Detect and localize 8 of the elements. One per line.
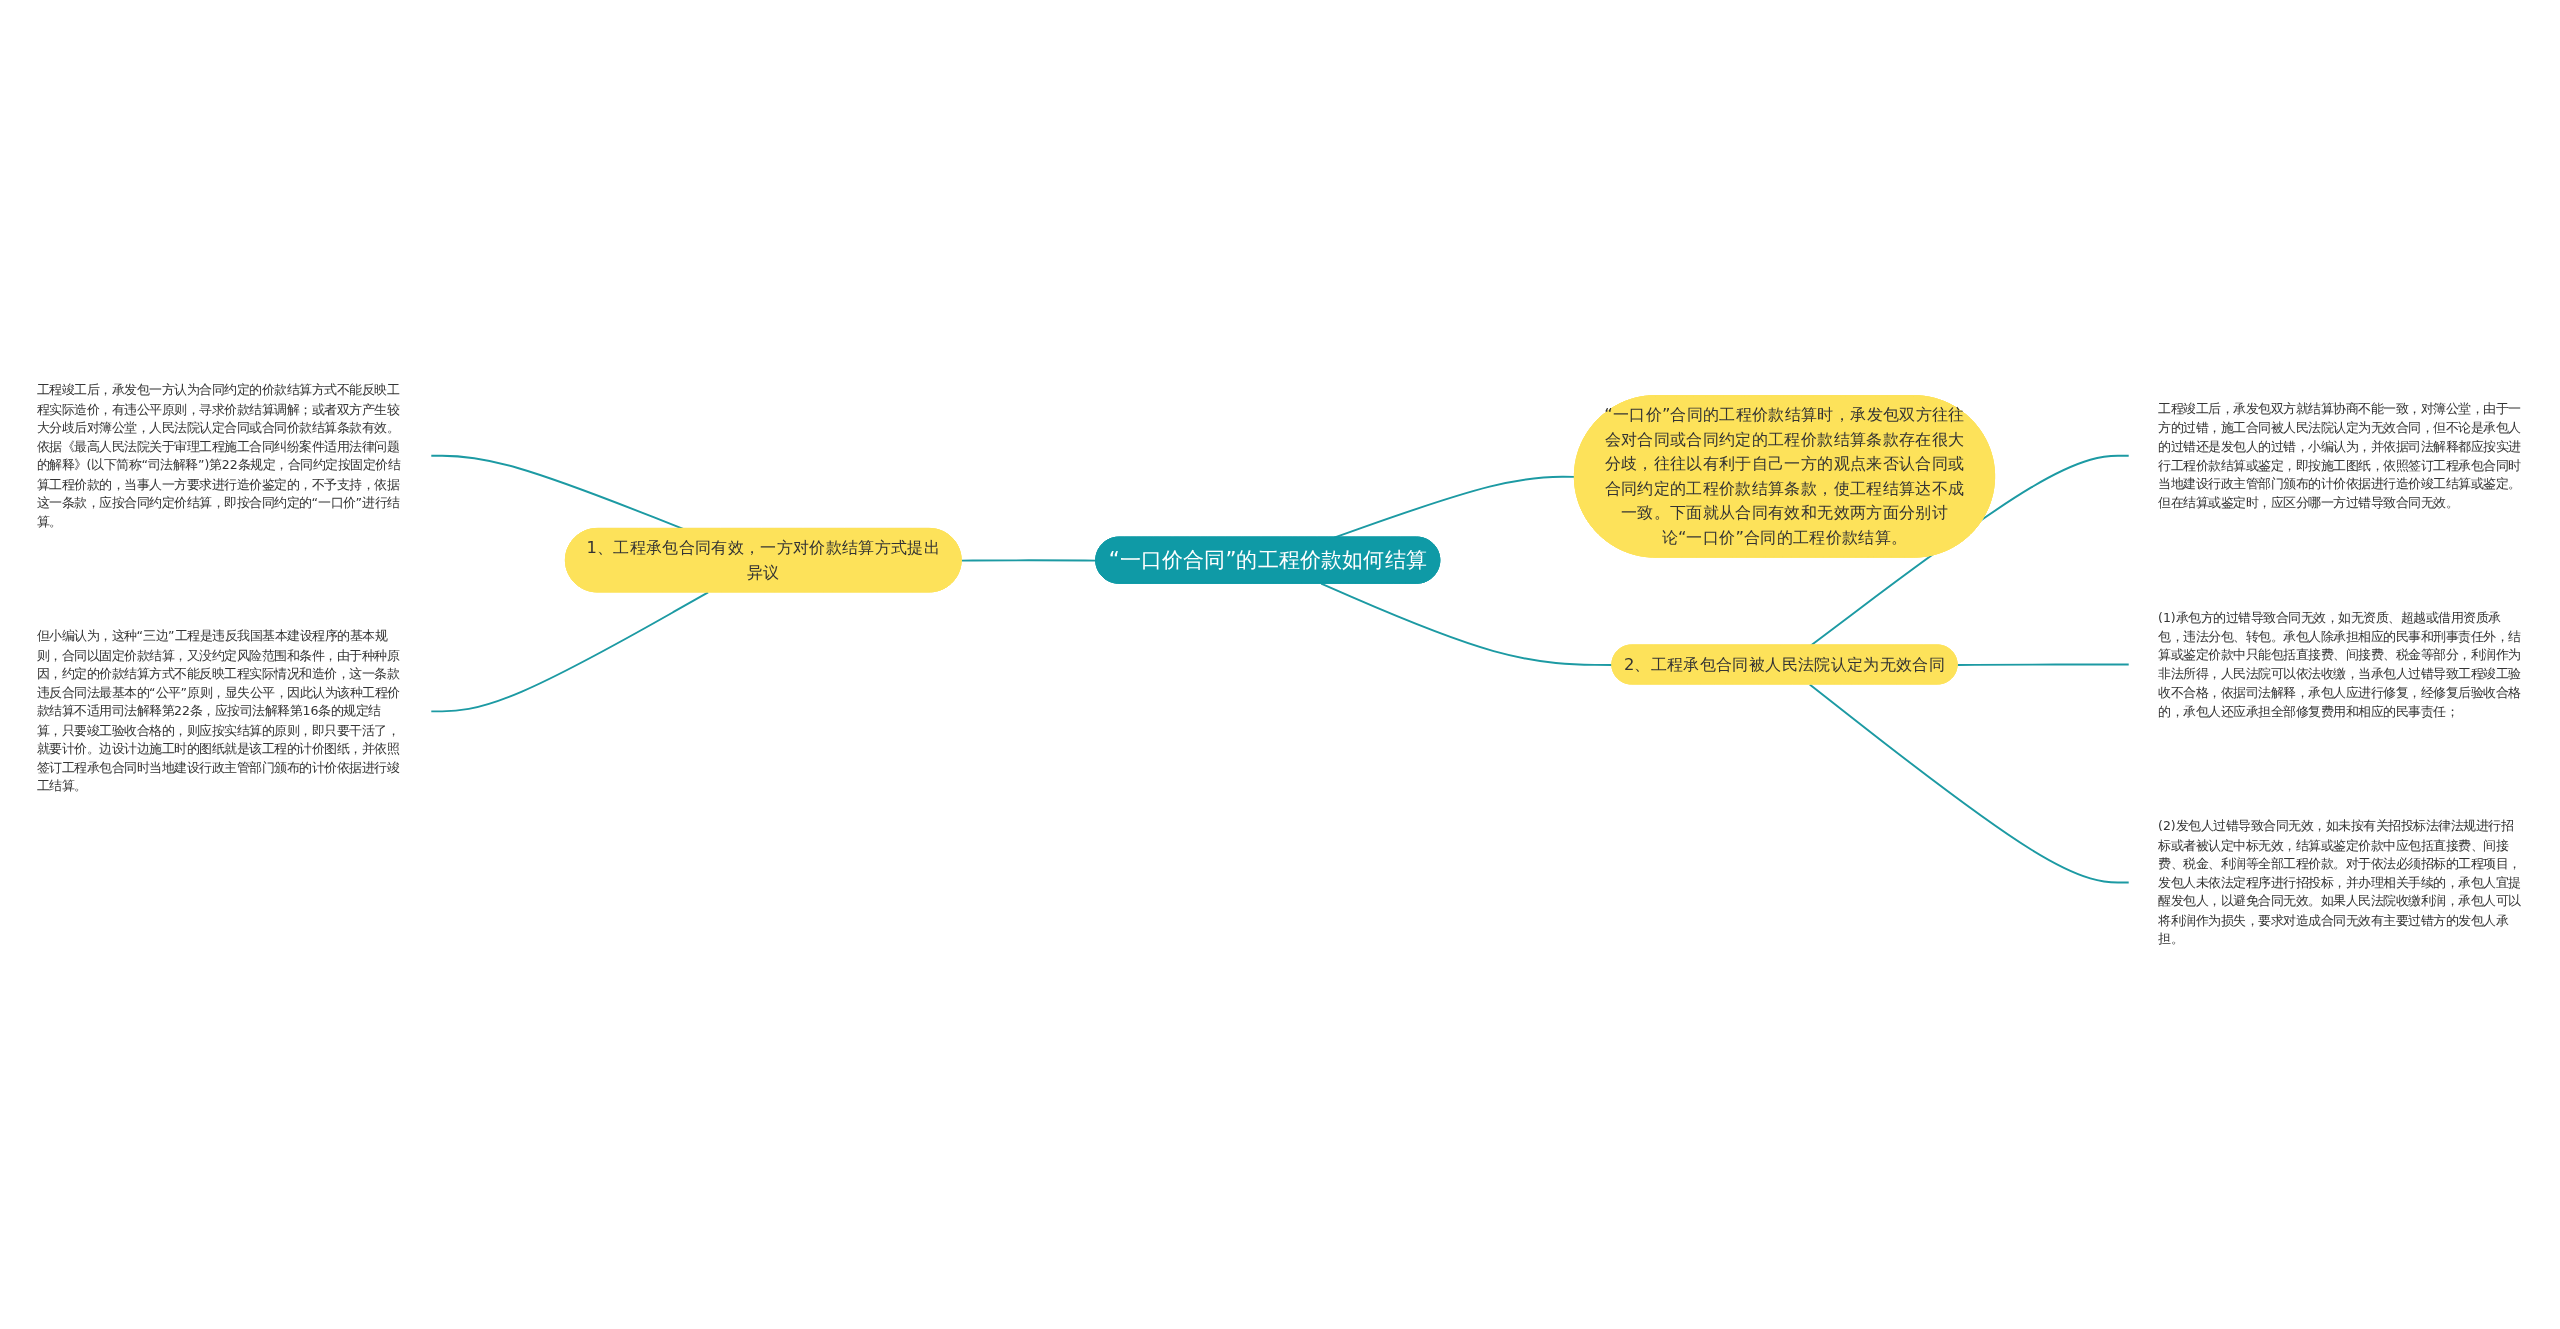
connector (1808, 683, 2131, 884)
node-text: (1)承包方的过错导致合同无效，如无资质、超越或借用资质承包，违法分包、转包。承包人除承担相应的民事和刑事责任外，结算或鉴定价款中只能包括直接费、间接费、税金等部分，利润作为非法所得，人民法院可以依法收缴，当承包人过错导致工程竣工验收不合格，依据司法解释，承包人应进行修复，经修复后验收合格的，承包人还应承担全部修复费用和相应的民事责任； (2158, 610, 2521, 719)
node-text: (2)发包人过错导致合同无效，如未按有关招投标法律法规进行招标或者被认定中标无效，结算或鉴定价款中应包括直接费、间接费、税金、利润等全部工程价款。对于依法必须招标的工程项目，发包人未依法定程序进行招投标，并办理相关手续的，承包人宜提醒发包人，以避免合同无效。如果人民法院收缴利润，承包人可以将利润作为损失，要求对造成合同无效有主要过错方的发包人承担。 (2158, 818, 2521, 946)
connector (429, 591, 710, 713)
connector (1956, 663, 2131, 666)
node-text: 但小编认为，这种“三边”工程是违反我国基本建设程序的基本规则，合同以固定价款结算，又没约定风险范围和条件，由于种种原因，约定的价款结算方式不能反映工程实际情况和造价，这一条款违反合同法最基本的“公平”原则，显失公平，因此认为该种工程价款结算不适用司法解释第22条，应按司法解释第16条的规定结算，只要竣工验收合格的，则应按实结算的原则，即只要干活了，就要计价。边设计边施工时的图纸就是该工程的计价图纸，并依照签订工程承包合同时当地建设行政主管部门颁布的计价依据进行竣工结算。 (36, 628, 400, 794)
node-text: 工程竣工后，承发包双方就结算协商不能一致，对簿公堂，由于一方的过错，施工合同被人民法院认定为无效合同，但不论是承包人的过错还是发包人的过错，小编认为，并依据司法解释都应按实进行工程价款结算或鉴定，即按施工图纸，依照签订工程承包合同时当地建设行政主管部门颁布的计价依据进行造价竣工结算或鉴定。但在结算或鉴定时，应区分哪一方过错导致合同无效。 (2158, 401, 2521, 510)
node-text: 工程竣工后，承发包一方认为合同约定的价款结算方式不能反映工程实际造价，有违公平原则，寻求价款结算调解；或者双方产生较大分歧后对簿公堂，人民法院认定合同或合同价款结算条款有效。依据《最高人民法院关于审理工程施工合同纠纷案件适用法律问题的解释》(以下简称“司法解释”)第22条规定，合同约定按固定价结算工程价款的，当事人一方要求进行造价鉴定的，不予支持，依据这一条款，应按合同约定价结算，即按合同约定的“一口价”进行结算。 (36, 382, 401, 529)
